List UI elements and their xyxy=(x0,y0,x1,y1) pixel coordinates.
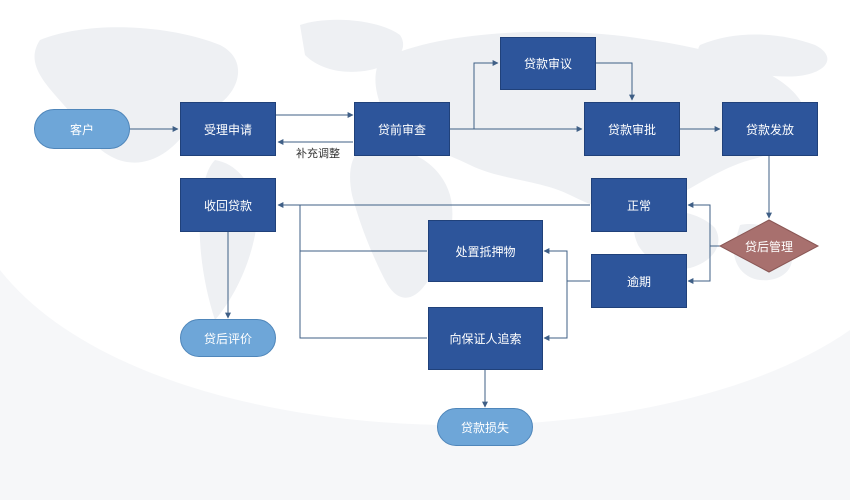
edge-post-manage-to-normal xyxy=(687,202,720,247)
post-loan-evaluation-terminal: 贷后评价 xyxy=(180,319,276,357)
loan-loss-terminal: 贷款损失 xyxy=(437,408,533,446)
loan-disbursement-box: 贷款发放 xyxy=(722,102,818,156)
edge-guarantor-to-recover xyxy=(299,251,427,339)
loan-deliberation-label: 贷款审议 xyxy=(523,57,572,71)
overdue-status-box: 逾期 xyxy=(591,254,687,308)
post-manage-diamond xyxy=(718,219,820,273)
loan-disbursement-label: 贷款发放 xyxy=(745,122,794,137)
post-loan-evaluation-label: 贷后评价 xyxy=(203,331,252,346)
accept-application-label: 受理申请 xyxy=(203,122,252,137)
customer-label: 客户 xyxy=(69,122,94,137)
edge-pre-review-to-review xyxy=(450,60,499,130)
loan-approval-label: 贷款审批 xyxy=(607,122,656,137)
edge-overdue-to-collateral xyxy=(543,248,590,282)
customer-terminal: 客户 xyxy=(34,109,130,149)
edge-collateral-to-recover xyxy=(299,205,427,252)
accept-application-box: 受理申请 xyxy=(180,102,276,156)
normal-status-box: 正常 xyxy=(591,178,687,232)
normal-status-label: 正常 xyxy=(626,198,651,213)
pursue-guarantor-label: 向保证人追索 xyxy=(449,332,522,346)
pursue-guarantor-box: 向保证人追索 xyxy=(428,307,543,370)
dispose-collateral-box: 处置抵押物 xyxy=(428,220,543,282)
edge-overdue-to-guarantor xyxy=(543,281,568,341)
dispose-collateral-label: 处置抵押物 xyxy=(455,244,516,259)
recover-loan-label: 收回贷款 xyxy=(203,198,252,213)
loan-approval-box: 贷款审批 xyxy=(584,102,680,156)
pre-loan-review-label: 贷前审查 xyxy=(377,122,426,137)
supplement-adjust-label: 补充调整 xyxy=(296,147,340,160)
pre-loan-review-box: 贷前审查 xyxy=(354,102,450,156)
post-loan-management-label: 贷后管理 xyxy=(744,240,793,254)
loan-deliberation-box: 贷款审议 xyxy=(500,37,596,90)
loan-loss-label: 贷款损失 xyxy=(460,420,509,435)
edge-review-to-approve xyxy=(596,62,635,101)
recover-loan-box: 收回贷款 xyxy=(180,178,276,232)
overdue-status-label: 逾期 xyxy=(626,274,651,289)
edge-post-manage-to-overdue xyxy=(687,245,720,284)
